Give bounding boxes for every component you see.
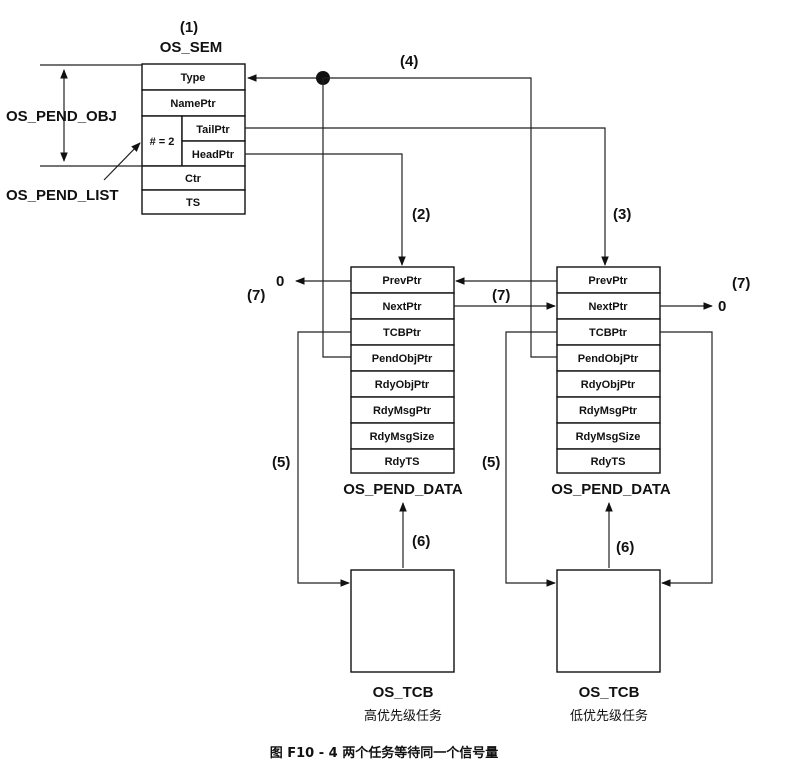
marker-2: (2) bbox=[412, 206, 430, 223]
marker-7-left: (7) bbox=[247, 287, 265, 304]
pend-left-rdyobjptr-label: RdyObjPtr bbox=[375, 379, 430, 391]
pend-right-nextptr-cell bbox=[556, 292, 661, 320]
marker-3: (3) bbox=[613, 206, 631, 223]
pend-left-rdymsgptr-label: RdyMsgPtr bbox=[373, 405, 432, 417]
os-sem-headptr-label: HeadPtr bbox=[192, 149, 235, 161]
pend-left-rdyts-cell bbox=[350, 448, 455, 474]
pend-left-rdyobjptr-cell bbox=[350, 370, 455, 398]
pend-data-right: PrevPtr NextPtr TCBPtr PendObjPtr RdyObj… bbox=[556, 266, 661, 474]
pend-right-pendobjptr-cell bbox=[556, 344, 661, 372]
tcb-right-box bbox=[556, 569, 661, 673]
os-sem-type-label: Type bbox=[181, 72, 206, 84]
os-sem-count-label: # = 2 bbox=[150, 136, 175, 148]
pend-right-rdyts-label: RdyTS bbox=[591, 456, 626, 468]
pend-right-tcbptr-cell bbox=[556, 318, 661, 346]
pend-left-rdymsgptr-cell bbox=[350, 396, 455, 424]
tcb-left-title: OS_TCB bbox=[373, 684, 434, 701]
pend-left-nextptr-label: NextPtr bbox=[382, 301, 422, 313]
tcb-right-title: OS_TCB bbox=[579, 684, 640, 701]
marker-7-right: (7) bbox=[732, 275, 750, 292]
right-tcbptr-arrow-left bbox=[505, 331, 557, 587]
pend-left-rdymsgsize-label: RdyMsgSize bbox=[370, 431, 435, 443]
pend-left-rdyts-label: RdyTS bbox=[385, 456, 420, 468]
pend-right-rdymsgsize-label: RdyMsgSize bbox=[576, 431, 641, 443]
tailptr-arrow bbox=[245, 127, 609, 266]
pend-right-prevptr-cell bbox=[556, 266, 661, 294]
os-sem-struct: Type NamePtr # = 2 TailPtr HeadPtr Ctr T… bbox=[141, 63, 246, 215]
marker-1: (1) bbox=[180, 19, 198, 36]
marker-4: (4) bbox=[400, 53, 418, 70]
marker-6-left: (6) bbox=[412, 533, 430, 550]
marker-5-right: (5) bbox=[482, 454, 500, 471]
tcb-left-subtitle: 高优先级任务 bbox=[364, 708, 442, 724]
pend-left-nextptr-cell bbox=[350, 292, 455, 320]
tcb-right-subtitle: 低优先级任务 bbox=[570, 708, 648, 724]
os-sem-ts-label: TS bbox=[186, 197, 200, 209]
marker-6-right: (6) bbox=[616, 539, 634, 556]
left-tcbptr-arrow bbox=[297, 331, 351, 587]
pend-right-prevptr-label: PrevPtr bbox=[588, 275, 628, 287]
tcb-left-box bbox=[350, 569, 455, 673]
marker-5-left: (5) bbox=[272, 454, 290, 471]
os-pend-list-label: OS_PEND_LIST bbox=[6, 187, 119, 204]
pend-left-pendobjptr-label: PendObjPtr bbox=[372, 353, 433, 365]
os-pend-obj-label: OS_PEND_OBJ bbox=[6, 108, 117, 125]
pend-right-rdyts-cell bbox=[556, 448, 661, 474]
marker-7-middle: (7) bbox=[492, 287, 510, 304]
left-pendobj-line bbox=[322, 78, 351, 358]
pend-right-tcbptr-label: TCBPtr bbox=[589, 327, 628, 339]
right-pendobj-line bbox=[323, 77, 557, 358]
pend-right-rdymsgptr-label: RdyMsgPtr bbox=[579, 405, 638, 417]
os-sem-ctr-cell bbox=[141, 165, 246, 191]
null-right: 0 bbox=[718, 298, 726, 315]
null-left: 0 bbox=[276, 273, 284, 290]
pend-data-left-title: OS_PEND_DATA bbox=[343, 481, 463, 498]
pend-right-rdyobjptr-label: RdyObjPtr bbox=[581, 379, 636, 391]
pend-data-right-title: OS_PEND_DATA bbox=[551, 481, 671, 498]
right-tcbptr-arrow-right bbox=[660, 331, 713, 587]
figure-caption: 图 F10 - 4 两个任务等待同一个信号量 bbox=[270, 745, 499, 761]
headptr-arrow bbox=[245, 153, 406, 266]
os-sem-tailptr-label: TailPtr bbox=[196, 124, 230, 136]
os-sem-nameptr-label: NamePtr bbox=[170, 98, 216, 110]
pend-right-pendobjptr-label: PendObjPtr bbox=[578, 353, 639, 365]
pend-left-prevptr-label: PrevPtr bbox=[382, 275, 422, 287]
pend-left-rdymsgsize-cell bbox=[350, 422, 455, 450]
pend-left-prevptr-cell bbox=[350, 266, 455, 294]
pend-data-left: PrevPtr NextPtr TCBPtr PendObjPtr RdyObj… bbox=[350, 266, 455, 474]
os-pend-list-arrow bbox=[103, 142, 141, 181]
pend-right-nextptr-label: NextPtr bbox=[588, 301, 628, 313]
os-sem-title: OS_SEM bbox=[160, 39, 223, 56]
os-sem-type-cell bbox=[141, 63, 246, 91]
os-sem-ts-cell bbox=[141, 189, 246, 215]
pend-right-rdymsgptr-cell bbox=[556, 396, 661, 424]
os-sem-ctr-label: Ctr bbox=[185, 173, 202, 185]
pend-right-rdyobjptr-cell bbox=[556, 370, 661, 398]
pend-left-tcbptr-label: TCBPtr bbox=[383, 327, 422, 339]
os-pend-obj-bracket bbox=[40, 64, 142, 167]
